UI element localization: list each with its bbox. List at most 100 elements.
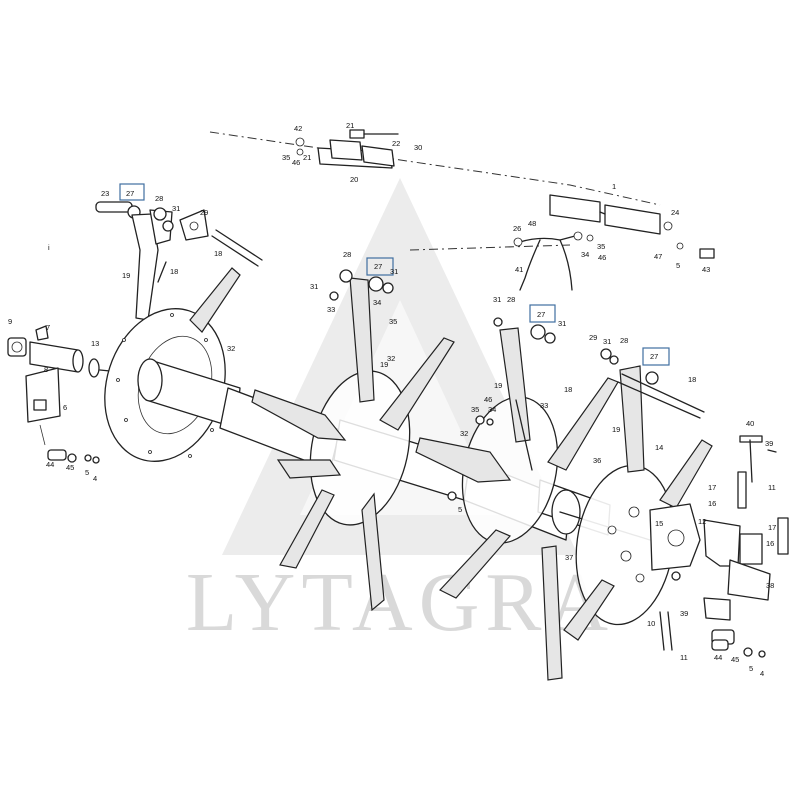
part-label-11-right: 11: [768, 483, 776, 492]
part-label-16-left: 16: [708, 499, 716, 508]
part-label-5-top: 5: [676, 261, 680, 270]
part-label-8: 8: [44, 365, 48, 374]
part-label-35-middle: 35: [389, 317, 397, 326]
part-label-5-right: 5: [749, 664, 753, 673]
part-label-4-right: 4: [760, 669, 764, 678]
part-label-46-top: 46: [292, 158, 300, 167]
part-label-37: 37: [565, 553, 573, 562]
top-right-plates: [549, 194, 715, 259]
part-label-5-center: 5: [458, 505, 462, 514]
part-label-31-center-right: 31: [558, 319, 566, 328]
part-label-6: 6: [63, 403, 67, 412]
part-label-14: 14: [655, 443, 663, 452]
part-label-27-middle: 27: [374, 262, 382, 271]
part-label-27-right: 27: [650, 352, 658, 361]
part-label-44-left: 44: [46, 460, 54, 469]
part-label-18-right: 18: [688, 375, 696, 384]
part-label-48: 48: [528, 219, 536, 228]
axis-line-top: [209, 131, 661, 206]
part-label-26: 26: [513, 224, 521, 233]
part-label-39-right: 39: [765, 439, 773, 448]
part-label-28-middle: 28: [343, 250, 351, 259]
part-label-34-spring: 34: [581, 250, 589, 259]
part-label-34-center: 34: [488, 405, 496, 414]
part-label-29-left: 29: [200, 208, 208, 217]
part-label-23: 23: [101, 189, 109, 198]
part-label-16-right: 16: [766, 539, 774, 548]
part-label-32-center: 32: [460, 429, 468, 438]
highlight-box-27-middle: [366, 257, 394, 276]
part-label-29-right: 29: [589, 333, 597, 342]
tine-arms: [189, 267, 713, 681]
part-label-45-left: 45: [66, 463, 74, 472]
part-label-27-center: 27: [537, 310, 545, 319]
part-label-41: 41: [515, 265, 523, 274]
part-label-31-center-left: 31: [493, 295, 501, 304]
part-label-22: 22: [392, 139, 400, 148]
part-label-39-bottom: 39: [680, 609, 688, 618]
left-hub-parts: [7, 325, 121, 446]
part-label-19-center: 19: [494, 381, 502, 390]
part-label-35-center: 35: [471, 405, 479, 414]
part-label-47: 47: [654, 252, 662, 261]
part-label-4-left: 4: [93, 474, 97, 483]
hardware-fasteners: [47, 220, 766, 658]
part-label-19-right: 19: [612, 425, 620, 434]
part-label-18-center: 18: [564, 385, 572, 394]
part-label-46-spring: 46: [598, 253, 606, 262]
highlight-box-27-right: [642, 347, 670, 366]
margin-mark: i: [48, 243, 50, 252]
part-label-13: 13: [91, 339, 99, 348]
part-label-31-middle-right: 31: [390, 267, 398, 276]
watermark-text: LYTAGRA: [186, 556, 614, 649]
part-label-35-top: 35: [282, 153, 290, 162]
part-label-7: 7: [46, 323, 50, 332]
part-label-27-left: 27: [126, 189, 134, 198]
left-arm-assembly: [95, 201, 263, 321]
part-label-15: 15: [655, 519, 663, 528]
part-label-36: 36: [593, 456, 601, 465]
part-label-28-left: 28: [155, 194, 163, 203]
part-labels: i 1 4 4 5 5 5 5 6 7 8 9 10 11 11 12 13 1…: [8, 121, 776, 678]
part-label-30: 30: [414, 143, 422, 152]
part-label-9: 9: [8, 317, 12, 326]
part-label-19-left: 19: [122, 271, 130, 280]
top-bracket-assembly: [295, 129, 399, 169]
part-label-18-small: 18: [170, 267, 178, 276]
part-label-10: 10: [647, 619, 655, 628]
highlight-box-27-center: [529, 304, 556, 323]
right-hub-assembly: [649, 435, 789, 651]
part-label-46-center: 46: [484, 395, 492, 404]
part-label-12: 12: [698, 517, 706, 526]
part-label-31-middle-left: 31: [310, 282, 318, 291]
part-label-33-center: 33: [540, 401, 548, 410]
part-label-18-left: 18: [214, 249, 222, 258]
part-label-35-spring: 35: [597, 242, 605, 251]
spring-assembly: [513, 231, 594, 291]
part-label-11-bottom: 11: [680, 653, 688, 662]
part-label-28-right: 28: [620, 336, 628, 345]
part-label-17-left: 17: [708, 483, 716, 492]
part-label-44-right: 44: [714, 653, 722, 662]
part-label-19-middle: 19: [380, 360, 388, 369]
highlight-box-27-left: [119, 183, 145, 201]
part-label-34-middle: 34: [373, 298, 381, 307]
part-label-32-middle: 32: [387, 354, 395, 363]
part-label-17-right: 17: [768, 523, 776, 532]
part-label-33-middle: 33: [327, 305, 335, 314]
part-label-45-right: 45: [731, 655, 739, 664]
part-label-43: 43: [702, 265, 710, 274]
axis-line-mid: [409, 244, 571, 251]
part-label-38: 38: [766, 581, 774, 590]
part-label-28-center: 28: [507, 295, 515, 304]
part-label-5-left: 5: [85, 468, 89, 477]
part-label-40: 40: [746, 419, 754, 428]
right-rod: [515, 373, 705, 471]
part-label-31-left: 31: [172, 204, 180, 213]
highlight-boxes: [119, 183, 670, 366]
part-label-1: 1: [612, 182, 616, 191]
part-label-20: 20: [350, 175, 358, 184]
part-label-32-left: 32: [227, 344, 235, 353]
